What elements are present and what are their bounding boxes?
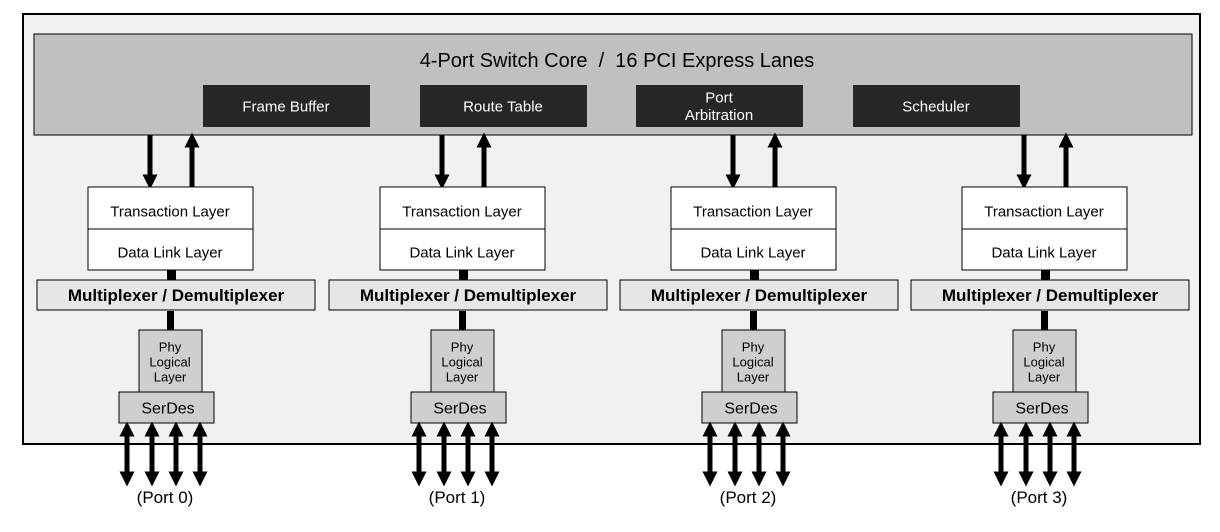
phy-logical-layer-box [430, 329, 495, 393]
port-label: (Port 1) [429, 488, 486, 507]
phy-logical-layer-box [138, 329, 203, 393]
serdes-box [118, 391, 215, 424]
mux-label: Multiplexer / Demultiplexer [651, 286, 868, 305]
connector [1041, 270, 1050, 280]
transaction-layer-label: Transaction Layer [984, 203, 1104, 220]
mux-box [619, 279, 899, 311]
phy-logical-layer-box [721, 329, 786, 393]
transaction-layer-label: Transaction Layer [110, 203, 230, 220]
core-block [853, 85, 1020, 127]
data-link-layer-label: Data Link Layer [991, 244, 1096, 261]
core-block-label: Frame Buffer [242, 98, 329, 115]
data-link-layer-box [961, 228, 1128, 271]
mux-box [910, 279, 1190, 311]
data-link-layer-label: Data Link Layer [409, 244, 514, 261]
data-link-layer-box [87, 228, 254, 271]
data-link-layer-label: Data Link Layer [700, 244, 805, 261]
transaction-layer-box [961, 186, 1128, 230]
serdes-box [701, 391, 798, 424]
connector [167, 311, 174, 330]
mux-label: Multiplexer / Demultiplexer [68, 286, 285, 305]
data-link-layer-label: Data Link Layer [117, 244, 222, 261]
port-label: (Port 3) [1011, 488, 1068, 507]
core-block-label: Scheduler [902, 98, 970, 115]
serdes-label: SerDes [433, 401, 486, 418]
serdes-label: SerDes [141, 401, 194, 418]
transaction-layer-label: Transaction Layer [402, 203, 522, 220]
transaction-layer-label: Transaction Layer [693, 203, 813, 220]
mux-box [328, 279, 608, 311]
serdes-label: SerDes [724, 401, 777, 418]
serdes-box [992, 391, 1089, 424]
connector [459, 270, 468, 280]
connector [167, 270, 176, 280]
connector [459, 311, 466, 330]
port-label: (Port 2) [720, 488, 777, 507]
serdes-label: SerDes [1015, 401, 1068, 418]
data-link-layer-box [379, 228, 546, 271]
transaction-layer-box [670, 186, 837, 230]
mux-label: Multiplexer / Demultiplexer [360, 286, 577, 305]
core-block-label: Route Table [463, 98, 543, 115]
connector [750, 311, 757, 330]
switch-core-title: 4-Port Switch Core / 16 PCI Express Lane… [420, 50, 815, 72]
mux-box [36, 279, 316, 311]
core-block [636, 85, 803, 127]
core-block [420, 85, 587, 127]
port-label: (Port 0) [137, 488, 194, 507]
transaction-layer-box [379, 186, 546, 230]
connector [1041, 311, 1048, 330]
core-block [203, 85, 370, 127]
mux-label: Multiplexer / Demultiplexer [942, 286, 1159, 305]
phy-logical-layer-box [1012, 329, 1077, 393]
connector [750, 270, 759, 280]
serdes-box [410, 391, 507, 424]
